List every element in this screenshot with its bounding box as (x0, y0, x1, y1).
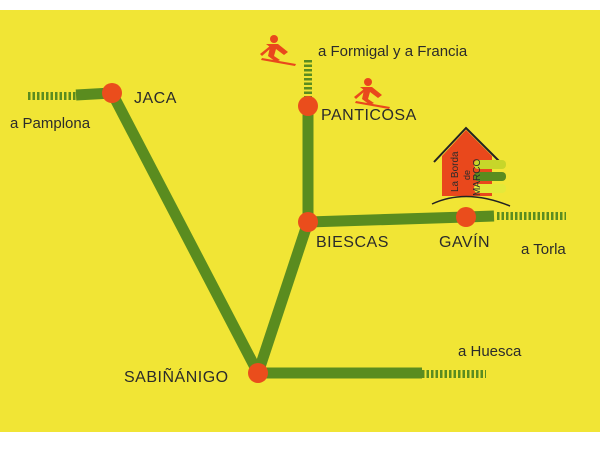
logo-text-line2: de (462, 170, 472, 180)
logo-stripe (474, 184, 506, 193)
road-biescas-gavin (307, 211, 467, 228)
town-label-biescas: BIESCAS (316, 234, 389, 251)
town-marker-gavin (456, 207, 476, 227)
town-marker-sabinanigo (248, 363, 268, 383)
town-marker-biescas (298, 212, 318, 232)
logo-stripe (474, 160, 506, 169)
house-logo-icon: La Borda de MARCO (431, 126, 511, 207)
road-jaca-sabinanigo (107, 90, 263, 376)
road-sabinanigo-biescas (252, 220, 314, 375)
town-marker-panticosa (298, 96, 318, 116)
destination-label-pamplona: a Pamplona (10, 115, 91, 132)
town-markers (102, 83, 476, 383)
town-label-panticosa: PANTICOSA (321, 107, 417, 124)
destination-label-huesca: a Huesca (458, 343, 522, 360)
town-label-gavin: GAVÍN (439, 232, 490, 251)
logo-text-line1: La Borda (450, 151, 461, 192)
logo-ground (431, 195, 511, 207)
logo-text-line3: MARCO (472, 159, 483, 196)
skier-icon (260, 35, 296, 66)
destination-label-torla: a Torla (521, 241, 566, 258)
town-marker-jaca (102, 83, 122, 103)
skier-icon (354, 78, 390, 109)
logo-stripe (474, 172, 506, 181)
logo-roof (433, 126, 501, 163)
town-label-sabinanigo: SABIÑÁNIGO (124, 366, 229, 386)
town-label-jaca: JACA (134, 90, 177, 107)
destination-label-formigal: a Formigal y a Francia (318, 43, 468, 60)
